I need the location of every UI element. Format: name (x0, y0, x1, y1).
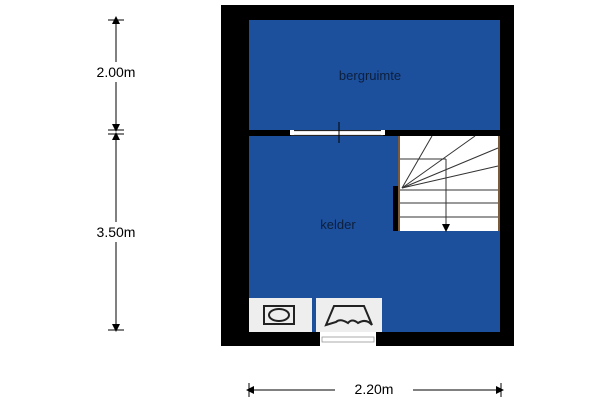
room-label-kelder: kelder (320, 217, 356, 232)
dimension-width: 2.20m (355, 381, 394, 397)
dryer (316, 298, 382, 332)
room-label-bergruimte: bergruimte (339, 68, 401, 83)
door-opening (290, 122, 385, 143)
room-bergruimte (249, 20, 500, 130)
exterior-door (320, 332, 376, 346)
staircase (393, 135, 500, 232)
dimension-bottom-height: 3.50m (97, 224, 136, 240)
washing-machine (249, 298, 312, 332)
dimension-top-height: 2.00m (97, 64, 136, 80)
